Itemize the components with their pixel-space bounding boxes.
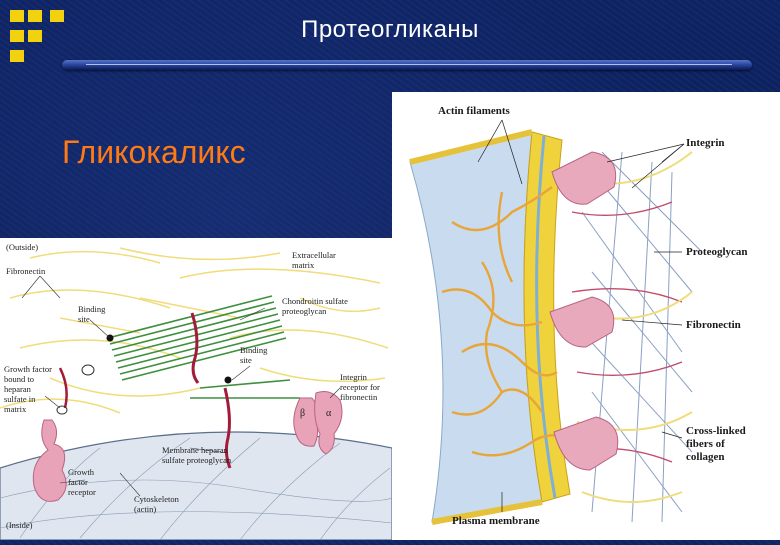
label-binding-2b: site (240, 355, 252, 365)
fibronectin-fibers (0, 247, 389, 414)
label-cytoskeleton-2: (actin) (134, 504, 156, 514)
label-cytoskeleton-1: Cytoskeleton (134, 494, 180, 504)
bottom-membrane-edge (431, 499, 543, 525)
membrane-proteoglycan-core (223, 387, 232, 469)
lipid-bilayer (523, 131, 571, 503)
integrin-alpha-subunit (314, 391, 343, 455)
label-chondroitin-1: Chondroitin sulfate (282, 296, 348, 306)
label-membrane-pg-1: Membrane heparan (162, 445, 229, 455)
label-integrin: Integrin (686, 137, 725, 149)
growth-factor-circle (56, 405, 68, 415)
label-binding-2: Binding (240, 345, 268, 355)
label-integrin-2: receptor for (340, 382, 380, 392)
label-growth-factor-4: sulfate in (4, 394, 36, 404)
label-integrin-1: Integrin (340, 372, 368, 382)
label-actin-filaments: Actin filaments (438, 105, 511, 117)
proteoglycan-strands (571, 201, 683, 463)
label-binding-1: Binding (78, 304, 106, 314)
label-outside: (Outside) (6, 242, 38, 252)
label-growth-factor-3: heparan (4, 384, 32, 394)
logo-squares (10, 10, 74, 66)
label-integrin-3: fibronectin (340, 392, 378, 402)
label-gf-receptor-3: receptor (68, 487, 96, 497)
label-plasma-membrane: Plasma membrane (452, 515, 540, 527)
label-binding-1b: site (78, 314, 90, 324)
plasma-membrane-diagram: Actin filaments Integrin Proteoglycan Fi… (392, 92, 780, 540)
top-membrane-edge (409, 129, 533, 165)
label-growth-factor-1: Growth factor (4, 364, 52, 374)
label-crosslinked-3: collagen (686, 451, 725, 463)
extracellular-matrix-diagram: (Outside) Fibronectin Extracellular matr… (0, 238, 393, 541)
label-membrane-pg-2: sulfate proteoglycan (162, 455, 232, 465)
cytoplasm-region (409, 131, 543, 523)
label-extracellular-2: matrix (292, 260, 315, 270)
label-fibronectin-right: Fibronectin (686, 319, 741, 331)
slide-subtitle: Гликокаликс (62, 134, 246, 170)
integrin-proteins (549, 151, 619, 471)
label-gf-receptor-1: Growth (68, 467, 95, 477)
binding-site-dot (224, 376, 232, 384)
label-proteoglycan: Proteoglycan (686, 246, 748, 258)
label-crosslinked-2: fibers of (686, 438, 725, 450)
leader-lines-right (477, 119, 685, 512)
growth-factor-receptor-shape (32, 419, 67, 502)
actin-filament-lines (441, 186, 563, 457)
growth-factor-circle (81, 364, 95, 376)
label-crosslinked-1: Cross-linked (686, 425, 746, 437)
label-growth-factor-2: bound to (4, 374, 34, 384)
label-growth-factor-5: matrix (4, 404, 27, 414)
label-chondroitin-2: proteoglycan (282, 306, 327, 316)
label-inside: (Inside) (6, 520, 33, 530)
leader-lines (21, 275, 341, 497)
label-fibronectin: Fibronectin (6, 266, 46, 276)
slide-title: Протеогликаны (301, 16, 479, 43)
label-alpha: α (326, 408, 332, 419)
proteoglycan-core (190, 312, 200, 384)
heparan-strand (58, 367, 68, 409)
title-underline-bar (62, 60, 752, 70)
label-extracellular-1: Extracellular (292, 250, 336, 260)
label-beta: β (300, 408, 305, 419)
label-gf-receptor-2: factor (68, 477, 88, 487)
